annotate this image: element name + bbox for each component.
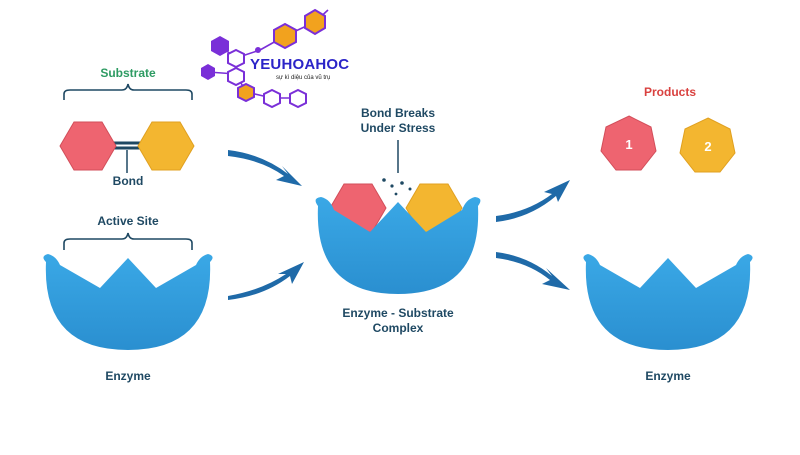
arrow-icon	[496, 252, 570, 290]
bond-breaks-line2: Under Stress	[360, 121, 436, 135]
substrate-label: Substrate	[100, 66, 156, 80]
product-2-number: 2	[704, 139, 712, 154]
red-hexagon-icon	[59, 121, 117, 171]
complex-label-line1: Enzyme - Substrate	[342, 306, 454, 320]
product-1-number: 1	[625, 137, 633, 152]
enzyme-shape-icon	[43, 254, 213, 350]
arrow-icon	[496, 180, 570, 222]
products-label: Products	[643, 85, 696, 99]
arrow-icon	[228, 150, 302, 186]
enzyme-shape-icon	[315, 197, 481, 294]
active-site-label: Active Site	[97, 214, 159, 228]
break-particles	[382, 178, 412, 196]
enzyme-shape-icon	[583, 254, 753, 350]
logo-brand: YEUHOAHOC	[250, 56, 350, 73]
substrate-bracket	[63, 83, 193, 100]
active-site-bracket	[63, 232, 193, 250]
bond-breaks-line1: Bond Breaks	[360, 106, 436, 120]
enzyme-right-label: Enzyme	[645, 369, 691, 383]
product-1-heptagon-icon	[600, 115, 657, 171]
complex-label-line2: Complex	[372, 321, 424, 335]
yellow-hexagon-icon	[137, 121, 195, 171]
bond-label: Bond	[112, 174, 144, 188]
logo-tagline: sự kì diệu của vũ trụ	[276, 75, 331, 81]
arrow-icon	[228, 262, 304, 300]
enzyme-substrate-complex	[315, 183, 481, 294]
product-2-heptagon-icon	[679, 117, 736, 173]
substrate-molecule	[59, 121, 195, 173]
hexagon-molecule-logo-icon	[201, 8, 329, 109]
enzyme-left-label: Enzyme	[105, 369, 151, 383]
